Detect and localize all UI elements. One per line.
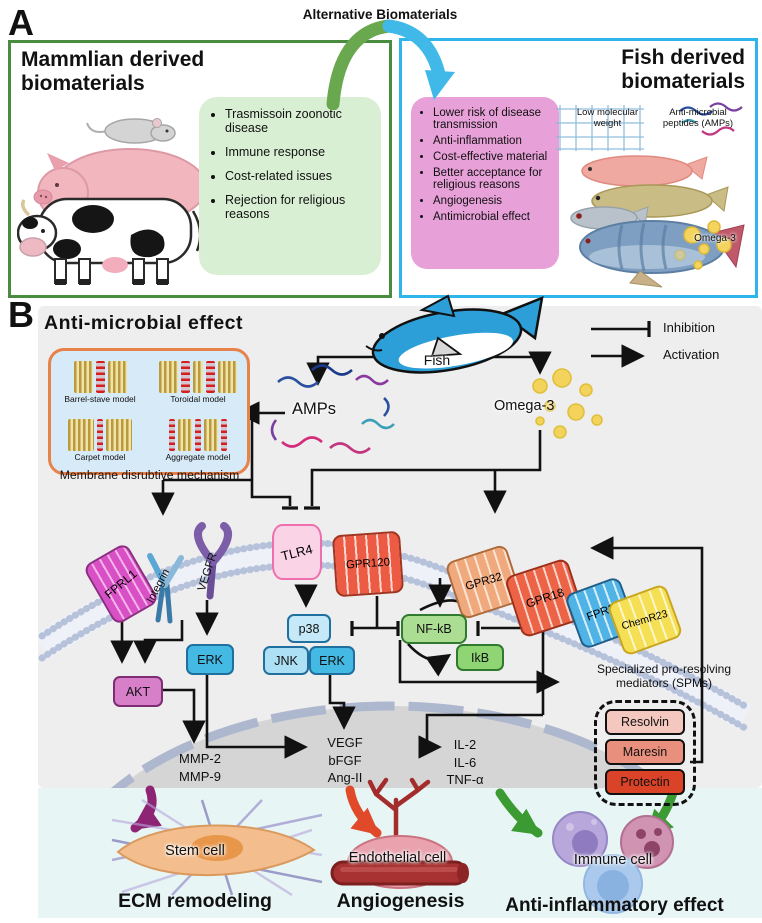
transition-arrow	[326, 19, 455, 110]
receptor-gpr120: GPR120	[331, 530, 405, 598]
nfkb-node: NF-kB	[401, 614, 467, 644]
legend-symbols	[591, 321, 651, 368]
salmon-fish-icon	[581, 155, 708, 187]
mammalian-bullet-list: Trasmissoin zoonotic disease Immune resp…	[199, 97, 381, 229]
fish-bullet-panel: Lower risk of disease transmission Anti-…	[411, 97, 559, 269]
growth-factor-output: VEGF bFGF Ang-II	[327, 735, 363, 786]
mammal-illustration	[17, 118, 203, 285]
receptor-label: FPRL1	[102, 566, 140, 602]
panel-a-label: A	[8, 2, 34, 43]
mouse-icon	[86, 118, 176, 144]
membrane-model-icon	[68, 419, 132, 452]
receptor-tlr4: TLR4	[272, 524, 322, 580]
receptor-label: GPR32	[464, 571, 504, 593]
membrane-model-icon	[159, 360, 237, 393]
mammalian-title: Mammlian derived biomaterials	[21, 48, 205, 95]
fish-label: Fish	[423, 352, 451, 368]
bullet-item: Cost-related issues	[225, 169, 373, 183]
amp-squiggles-icon	[679, 102, 743, 136]
legend-inhibition-label: Inhibition	[663, 320, 716, 335]
membrane-model-icon	[64, 360, 135, 393]
immune-cell-label: Immune cell	[573, 852, 653, 868]
fish-title: Fish derived biomaterials	[621, 46, 745, 93]
barrel-stave-model: Barrel-stave model	[64, 360, 136, 404]
panel-b-label: B	[8, 294, 34, 335]
model-label: Carpet model	[74, 452, 126, 463]
protectin-node: Protectin	[605, 769, 685, 795]
low-molecular-weight-label: Low molecular weight	[576, 107, 639, 129]
amps-label: AMPs	[292, 400, 337, 418]
angiogenesis-caption: Angiogenesis	[336, 890, 465, 912]
antimicrobial-title: Anti-microbial effect	[44, 312, 244, 334]
omega3-label: Omega-3	[494, 398, 555, 414]
bullet-item: Rejection for religious reasons	[225, 193, 373, 221]
receptor-label: GPR18	[524, 585, 566, 611]
bullet-item: Anti-inflammation	[433, 135, 551, 147]
toroidal-model: Toroidal model	[159, 360, 237, 404]
mmp-output: MMP-2 MMP-9	[179, 751, 221, 784]
bullet-item: Angiogenesis	[433, 195, 551, 207]
legend-activation-label: Activation	[663, 347, 720, 362]
mammalian-bullet-panel: Trasmissoin zoonotic disease Immune resp…	[199, 97, 381, 275]
bullet-item: Lower risk of disease transmission	[433, 107, 551, 131]
fish-illustration	[556, 102, 745, 288]
receptor-label: ChemR23	[620, 607, 670, 633]
bullet-item: Cost-effective material	[433, 151, 551, 163]
erk-node-a: ERK	[186, 644, 234, 675]
ikb-node: IkB	[456, 644, 504, 671]
model-label: Aggregate model	[165, 452, 231, 463]
endothelial-cell-label: Endothelial cell	[348, 850, 447, 866]
jnk-node: JNK	[263, 646, 309, 675]
stem-cell-label: Stem cell	[165, 843, 225, 859]
erk-node-b: ERK	[309, 646, 355, 675]
cytokine-output: IL-2 IL-6 TNF-α	[446, 737, 484, 788]
receptor-label: TLR4	[279, 540, 315, 564]
resolvin-node: Resolvin	[605, 709, 685, 735]
mammalian-box: Mammlian derived biomaterials	[8, 40, 392, 298]
anti-inflammatory-caption: Anti-inflammatory effect	[505, 895, 724, 916]
alternative-biomaterials-title: Alternative Biomaterials	[302, 7, 458, 22]
bullet-item: Immune response	[225, 145, 373, 159]
membrane-model-icon	[166, 419, 231, 452]
bullet-item: Antimicrobial effect	[433, 211, 551, 223]
cow-icon	[17, 197, 202, 285]
bullet-item: Better acceptance for religious reasons	[433, 167, 551, 191]
amp-label: Anti-microbial peptides (AMPs)	[662, 107, 734, 129]
fish-bullet-list: Lower risk of disease transmission Anti-…	[411, 97, 559, 231]
carpet-model: Carpet model	[68, 419, 132, 462]
bullet-item: Trasmissoin zoonotic disease	[225, 107, 373, 135]
maresin-node: Maresin	[605, 739, 685, 765]
spm-title: Specialized pro-resolving mediators (SPM…	[596, 662, 732, 690]
model-label: Barrel-stave model	[64, 393, 136, 404]
model-label: Toroidal model	[170, 393, 226, 404]
fish-box: Fish derived biomaterials Lower risk of …	[399, 38, 758, 298]
antimicrobial-caption: Membrane disrubtive mechanism	[59, 468, 240, 482]
omega3-drops-icon	[674, 220, 732, 270]
p38-node: p38	[287, 614, 331, 643]
spm-box: Resolvin Maresin Protectin	[594, 700, 696, 806]
aggregate-model: Aggregate model	[165, 419, 231, 463]
akt-node: AKT	[113, 676, 163, 707]
omega3-label-panel-a: Omega-3	[694, 233, 736, 244]
ecm-remodeling-caption: ECM remodeling	[118, 890, 272, 912]
mesh-icon	[556, 105, 644, 151]
receptor-label: GPR120	[345, 556, 391, 572]
antimicrobial-models-box: Barrel-stave model Toroidal model Carpet…	[48, 348, 250, 475]
